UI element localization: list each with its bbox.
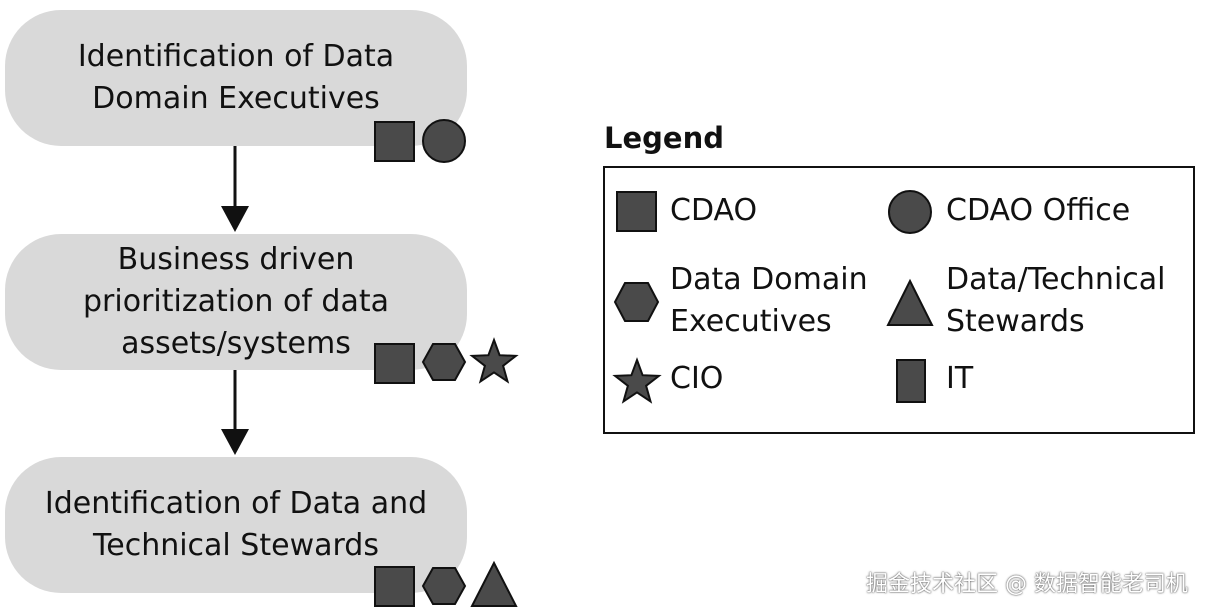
star-icon [469, 337, 519, 384]
legend-label-cdao-office: CDAO Office [946, 193, 1131, 228]
triangle-icon [470, 560, 518, 607]
legend-label-data-technical-stewards: Data/Technical Stewards [946, 262, 1166, 339]
step-business-driven-prioritization: Business driven prioritization of data a… [5, 234, 467, 370]
square-icon [374, 343, 415, 384]
hexagon-icon [613, 282, 660, 322]
legend-label-it: IT [946, 361, 974, 396]
arrow-step2-to-step3 [221, 370, 249, 455]
hexagon-icon [421, 567, 467, 605]
step-identification-data-domain-executives: Identification of Data Domain Executives [5, 10, 467, 146]
arrow-step1-to-step2 [221, 146, 249, 232]
legend-label-data-domain-executives: Data Domain Executives [670, 262, 868, 339]
star-icon [612, 357, 662, 404]
watermark: 掘金技术社区 @ 数据智能老司机 [866, 572, 1188, 597]
hexagon-icon [421, 343, 467, 381]
legend-label-cio: CIO [670, 361, 724, 396]
rectangle-icon [896, 359, 926, 403]
step-label: Business driven prioritization of data a… [83, 242, 389, 361]
circle-icon [422, 119, 466, 163]
step-label: Identification of Data Domain Executives [77, 39, 395, 116]
step-label: Identification of Data and Technical Ste… [44, 486, 428, 563]
legend-label-cdao: CDAO [670, 193, 758, 228]
square-icon [374, 121, 415, 162]
circle-icon [888, 190, 932, 234]
legend-title: Legend [604, 121, 724, 155]
square-icon [616, 191, 657, 232]
triangle-icon [886, 278, 934, 326]
square-icon [374, 566, 415, 607]
legend-box [603, 166, 1195, 434]
